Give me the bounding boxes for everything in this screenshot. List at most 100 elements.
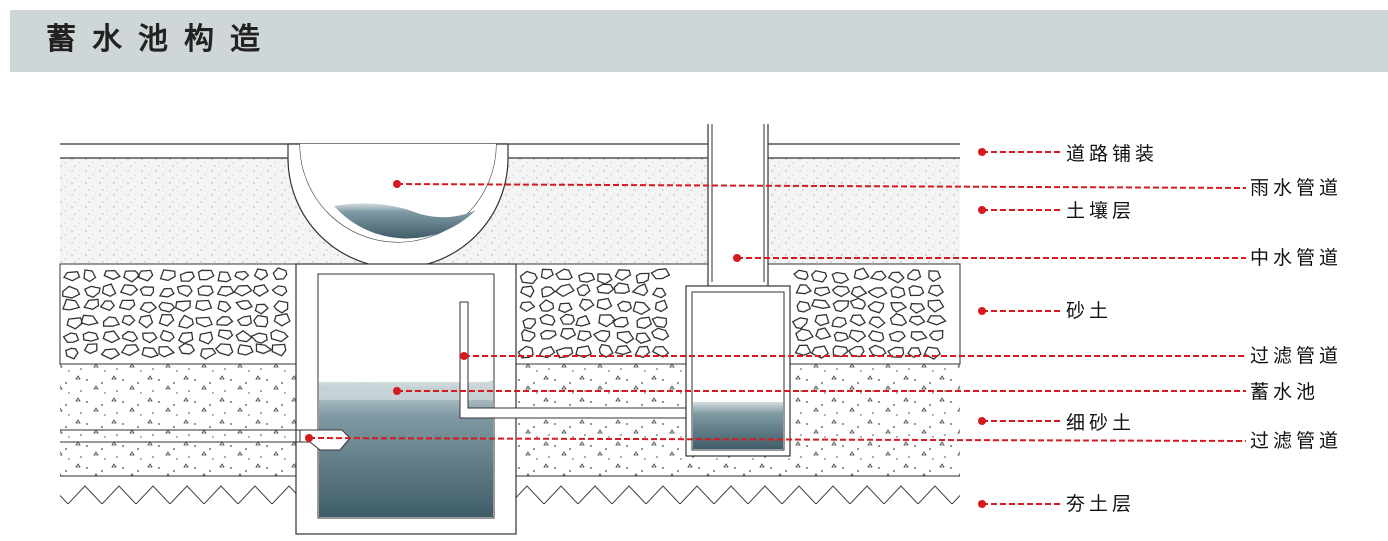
gravel-stone — [813, 286, 831, 297]
gravel-stone — [102, 316, 121, 327]
gravel-stone — [99, 300, 116, 312]
gravel-stone — [83, 343, 98, 355]
gravel-stone — [810, 270, 828, 283]
gravel-stone — [119, 284, 139, 296]
gravel-stone — [831, 316, 847, 328]
label-greywater-pipe: 中水管道 — [1250, 247, 1343, 269]
gravel-stone — [848, 329, 867, 343]
gravel-stone — [868, 316, 886, 329]
gravel-stone — [635, 272, 650, 284]
gravel-stone — [178, 342, 196, 355]
gravel-stone — [614, 269, 632, 282]
gravel-stone — [927, 299, 945, 313]
gravel-stone — [63, 271, 81, 282]
gravel-stone — [831, 271, 850, 284]
gravel-stone — [887, 346, 905, 358]
gravel-stone — [195, 299, 213, 312]
gravel-stone — [596, 297, 613, 311]
gravel-stone — [616, 300, 633, 313]
gravel-stone — [80, 314, 99, 326]
chamber-water — [693, 402, 783, 449]
gravel-stone — [814, 313, 830, 327]
gravel-stone — [650, 327, 670, 341]
gravel-stone — [635, 332, 652, 345]
gravel-stone — [578, 272, 596, 283]
gravel-stone — [650, 268, 671, 280]
gravel-stone — [195, 316, 213, 328]
gravel-stone — [908, 285, 925, 297]
gravel-stone — [82, 331, 100, 342]
gravel-stone — [103, 269, 121, 281]
gravel-stone — [592, 329, 611, 343]
label-soil-layer: 土壤层 — [1066, 200, 1136, 222]
leader-lines — [305, 148, 1247, 508]
gravel-stone — [907, 269, 922, 281]
gravel-stone — [554, 283, 575, 298]
gravel-stone — [908, 315, 926, 326]
gutter-water — [334, 203, 476, 239]
gravel-stone — [236, 315, 253, 327]
gravel-stone — [539, 329, 557, 340]
label-filter-pipe-2: 过滤管道 — [1250, 430, 1343, 452]
gravel-stone — [849, 314, 867, 327]
gravel-stone — [118, 299, 136, 311]
gravel-stone — [252, 284, 270, 297]
gravel-stone — [234, 270, 250, 281]
gravel-stone — [83, 285, 101, 298]
gravel-stone — [928, 270, 942, 283]
gravel-stone — [273, 312, 291, 327]
gravel-stone — [158, 345, 176, 358]
gravel-stone — [833, 331, 850, 342]
gravel-stone — [832, 300, 850, 313]
gravel-stone — [540, 268, 555, 280]
gravel-stone — [100, 348, 121, 360]
gravel-stone — [123, 270, 141, 283]
gravel-stone — [555, 268, 573, 281]
gravel-stone — [614, 345, 632, 356]
gravel-stone — [520, 285, 535, 298]
gravel-stone — [923, 346, 942, 360]
gravel-stone — [869, 270, 887, 281]
filter-pipe-lower — [299, 429, 351, 451]
gravel-stone — [575, 314, 591, 327]
gravel-stone — [867, 301, 885, 314]
label-rain-pipe: 雨水管道 — [1250, 177, 1343, 199]
gravel-stone — [237, 344, 254, 356]
gravel-stone — [636, 316, 653, 329]
gravel-stone — [139, 301, 158, 314]
gravel-stone — [598, 314, 617, 328]
gravel-stone — [926, 315, 947, 326]
gravel-stones — [62, 267, 947, 360]
gravel-stone — [654, 299, 668, 313]
gravel-stone — [928, 329, 944, 342]
gravel-stone — [538, 299, 555, 312]
gravel-stone — [197, 269, 215, 281]
gravel-stone — [519, 301, 536, 313]
gravel-stone — [253, 314, 269, 328]
leader-dot-reservoir — [393, 387, 401, 395]
gravel-stone — [867, 287, 888, 299]
gravel-stone — [217, 271, 232, 283]
label-fine-sand: 细砂土 — [1066, 412, 1136, 434]
gravel-stone — [271, 285, 288, 297]
gravel-stone — [255, 343, 273, 355]
gravel-stone — [177, 331, 194, 345]
gravel-stone — [651, 316, 668, 328]
gravel-stone — [796, 300, 812, 313]
gravel-stone — [521, 329, 536, 342]
gravel-stone — [850, 285, 868, 299]
gravel-stone — [66, 317, 84, 330]
gravel-stone — [909, 302, 926, 314]
label-filter-pipe-1: 过滤管道 — [1250, 345, 1343, 367]
gravel-stone — [517, 345, 534, 359]
leader-dot-sandy-soil — [978, 307, 986, 315]
title-banner: 蓄水池构造 — [10, 10, 1388, 72]
gravel-stone — [616, 330, 635, 344]
leader-dot-greywater-pipe — [733, 254, 741, 262]
gravel-stone — [577, 330, 592, 342]
gravel-stone — [174, 300, 191, 313]
gravel-stone — [539, 313, 556, 326]
gravel-stone — [179, 271, 195, 282]
gravel-stone — [233, 284, 253, 297]
leader-dot-filter-pipe-2 — [305, 434, 313, 442]
